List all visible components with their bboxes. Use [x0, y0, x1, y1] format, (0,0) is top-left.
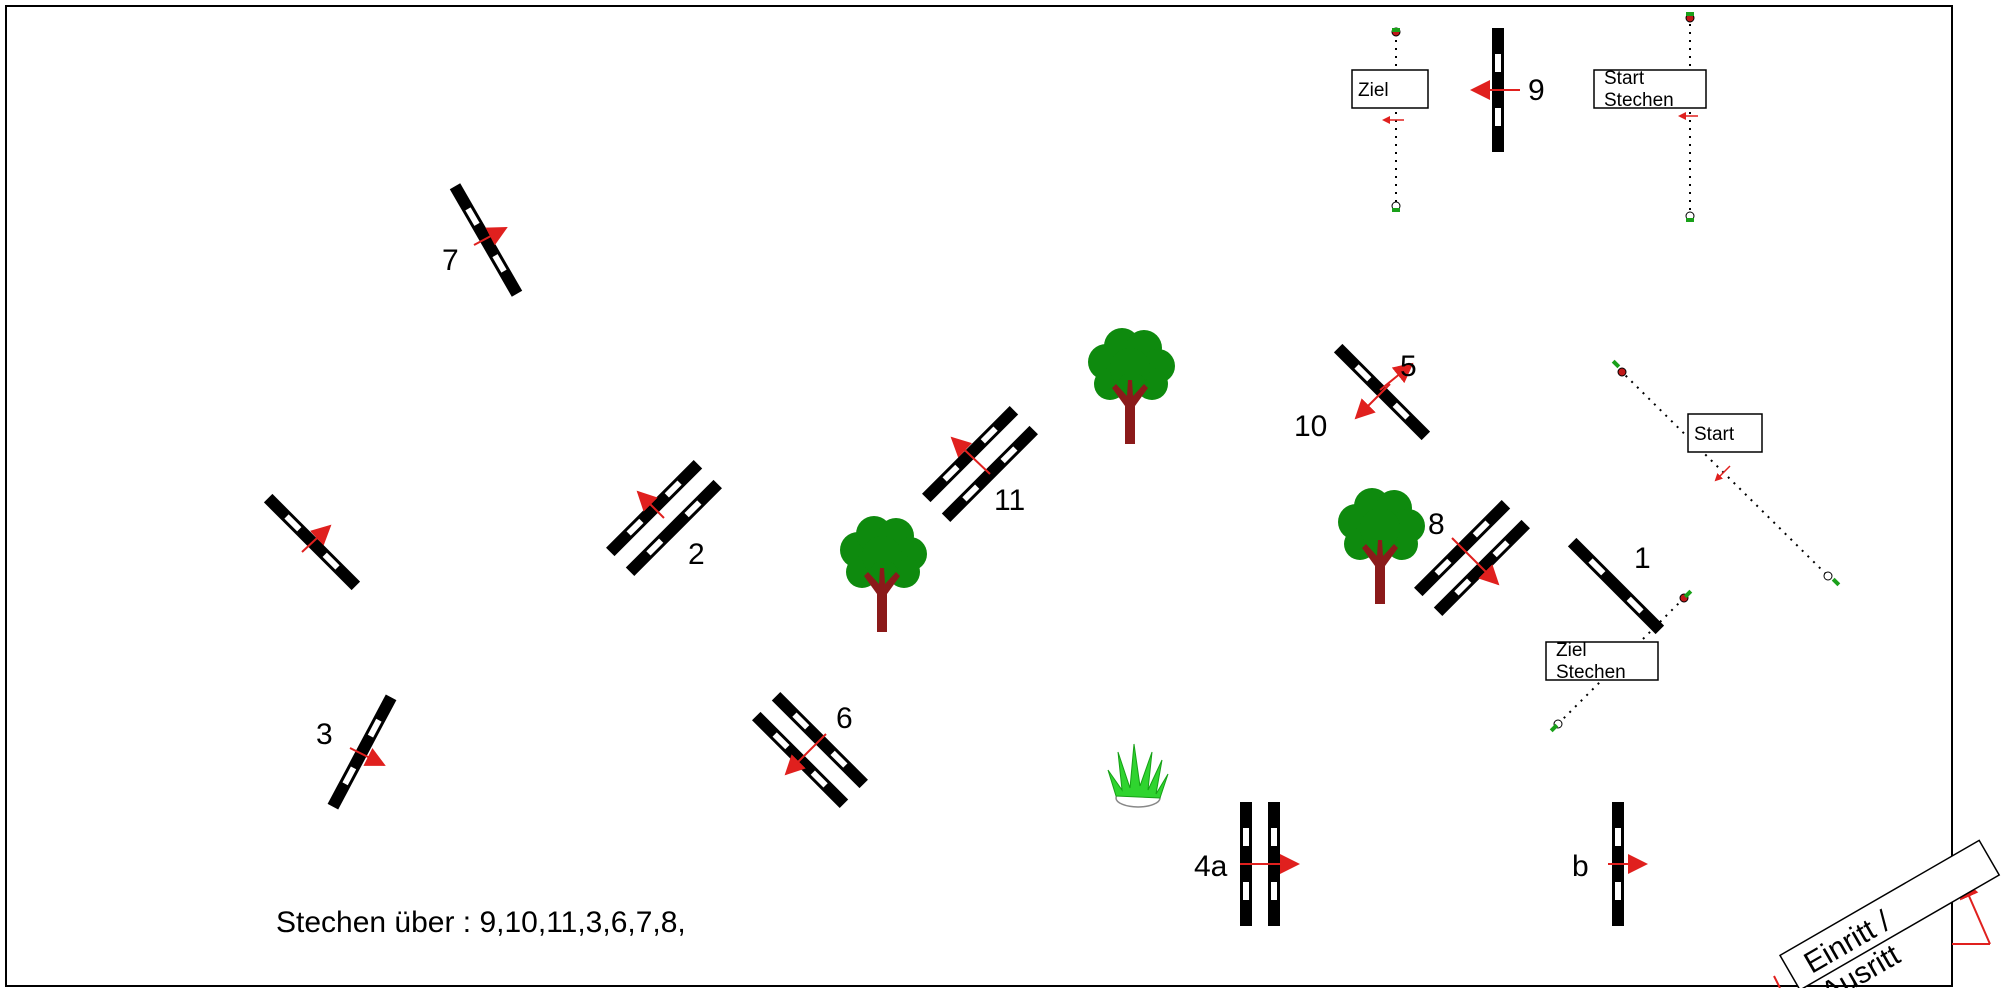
- obstacle-4a[interactable]: [1240, 802, 1300, 926]
- obstacle-11[interactable]: [922, 406, 1038, 522]
- label-6: 6: [836, 702, 853, 735]
- label-4a: 4a: [1194, 850, 1228, 883]
- obstacle-8[interactable]: [1414, 500, 1530, 616]
- obstacle-b[interactable]: [1608, 802, 1648, 926]
- bush-icon: [1107, 743, 1169, 808]
- svg-text:Ziel: Ziel: [1556, 640, 1587, 661]
- start-label-box: Start: [1687, 413, 1763, 453]
- svg-text:Start: Start: [1604, 68, 1645, 89]
- finish-line-top: [1382, 27, 1404, 212]
- svg-text:Stechen: Stechen: [1556, 662, 1626, 683]
- obstacle-5-10[interactable]: [1333, 343, 1431, 441]
- label-2: 2: [688, 538, 705, 571]
- obstacle-3[interactable]: [327, 694, 397, 810]
- label-9: 9: [1528, 74, 1545, 107]
- label-11: 11: [994, 484, 1025, 517]
- start-line: [1611, 359, 1841, 587]
- svg-text:Start: Start: [1694, 424, 1735, 445]
- label-3: 3: [316, 718, 333, 751]
- obstacle-9[interactable]: [1470, 28, 1520, 152]
- label-5: 5: [1400, 350, 1417, 383]
- label-10: 10: [1294, 410, 1327, 443]
- obstacle-2[interactable]: [606, 460, 722, 576]
- tree-icon: [1338, 488, 1425, 604]
- start-jumpoff-line: [1678, 12, 1698, 222]
- label-8: 8: [1428, 508, 1445, 541]
- label-7: 7: [442, 244, 459, 277]
- obstacle-unnumbered[interactable]: [263, 493, 361, 591]
- finish-label-box: Ziel: [1351, 69, 1429, 109]
- svg-text:Stechen: Stechen: [1604, 90, 1674, 111]
- finish-jumpoff-label-box: Ziel Stechen: [1545, 640, 1659, 683]
- label-1: 1: [1634, 542, 1651, 575]
- jumpoff-note: Stechen über : 9,10,11,3,6,7,8,: [276, 906, 686, 939]
- arena-border: [5, 5, 1953, 987]
- start-jumpoff-label-box: Start Stechen: [1593, 68, 1707, 111]
- label-b: b: [1572, 850, 1589, 883]
- tree-icon: [1088, 328, 1175, 444]
- obstacle-6[interactable]: [752, 692, 868, 808]
- svg-text:Ziel: Ziel: [1358, 80, 1389, 101]
- tree-icon: [840, 516, 927, 632]
- obstacle-7[interactable]: [449, 183, 523, 297]
- entrance-exit-marker: Einritt / Ausritt: [1773, 839, 2001, 988]
